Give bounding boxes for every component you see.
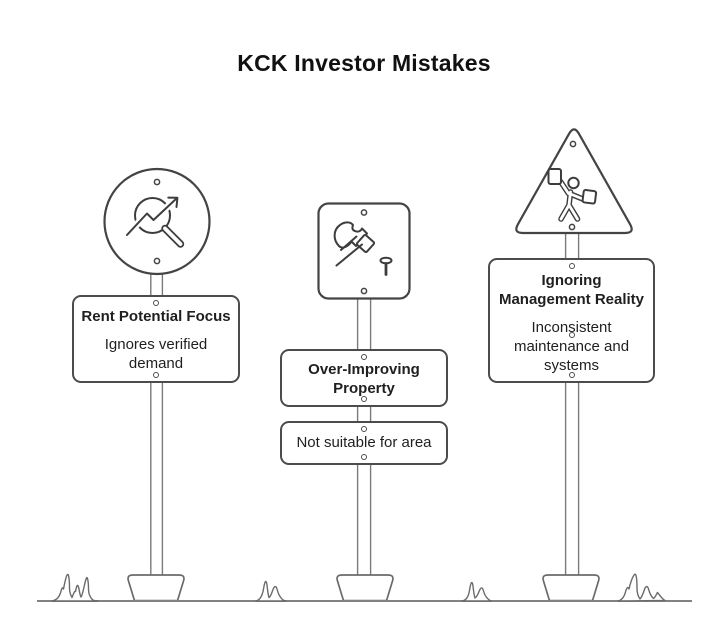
screw-icon (360, 287, 368, 295)
page-title: KCK Investor Mistakes (237, 50, 491, 76)
sign-body: Ignores verified demand (74, 335, 238, 373)
screw-icon (361, 426, 367, 432)
sign-body-line: maintenance and (513, 338, 630, 355)
grass-tuft-icon (617, 573, 666, 602)
sign-body-line: Not suitable for area (296, 434, 432, 451)
sign-panel-rent-potential-focus: Rent Potential Focus Ignores verified de… (72, 295, 240, 383)
screw-icon (361, 396, 367, 402)
circle-sign (103, 167, 211, 276)
middle-base (336, 574, 394, 602)
screw-icon (568, 223, 576, 231)
right-base (542, 574, 600, 602)
square-sign (317, 202, 411, 300)
triangle-sign (515, 128, 633, 235)
grass-tufts (51, 573, 666, 602)
grass-tuft-icon (51, 573, 99, 602)
sign-title-line: Ignoring (541, 272, 602, 289)
sign-panel-over-improving-property: Over-Improving Property (280, 349, 448, 407)
sign-title-line: Over-Improving (308, 361, 420, 378)
screw-icon (153, 300, 159, 306)
sign-title-line: Management Reality (498, 291, 645, 308)
screw-icon (153, 257, 161, 265)
sign-body-line: Inconsistent (531, 319, 612, 336)
screw-icon (568, 332, 575, 338)
sign-body-line: demand (128, 355, 184, 372)
sign-body: Inconsistent maintenance and systems (490, 318, 653, 375)
screw-icon (153, 372, 159, 378)
sign-body: Not suitable for area (282, 433, 446, 452)
left-base (127, 574, 185, 602)
sign-body-line: systems (543, 357, 599, 374)
sign-title-line: Property (333, 380, 395, 397)
sign-body-line: Ignores verified (104, 336, 208, 353)
screw-icon (568, 372, 575, 378)
magnifier-trend-arrow-icon (123, 194, 185, 248)
sign-title: Ignoring Management Reality (490, 271, 653, 309)
sign-title: Over-Improving Property (282, 360, 446, 398)
screw-icon (569, 140, 577, 148)
pole-bases (127, 574, 600, 602)
person-juggling-boxes-icon (547, 168, 598, 222)
sign-panel-ignoring-management-reality: Ignoring Management Reality Inconsistent… (488, 258, 655, 383)
sign-title: Rent Potential Focus (74, 307, 238, 326)
screw-icon (361, 454, 367, 460)
grass-tuft-icon (255, 580, 287, 602)
hammer-and-nail-icon (333, 221, 393, 276)
sign-panel-not-suitable-for-area: Not suitable for area (280, 421, 448, 465)
screw-icon (153, 178, 161, 186)
screw-icon (568, 263, 575, 269)
screw-icon (361, 354, 367, 360)
grass-tuft-icon (461, 581, 492, 602)
sign-title-line: Rent Potential Focus (81, 308, 231, 325)
screw-icon (360, 209, 368, 216)
